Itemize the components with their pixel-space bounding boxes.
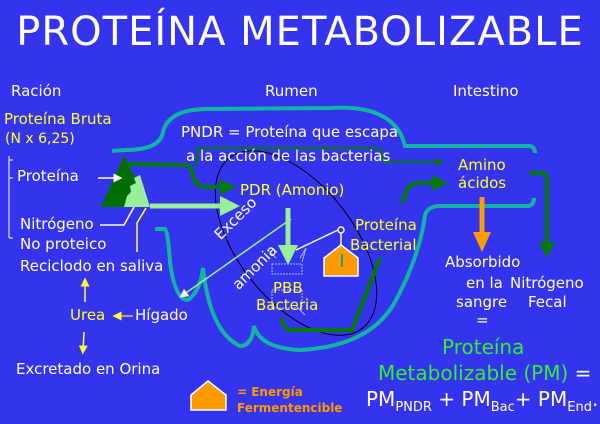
npn-line	[100, 206, 135, 226]
rumen-ellipse	[214, 150, 378, 336]
crude-protein-factor: (N x 6,25)	[5, 131, 75, 147]
pndr-line2: a la acción de las bacterias	[186, 147, 391, 165]
column-intestino: Intestino	[453, 82, 519, 100]
acids-label: ácidos	[458, 174, 507, 192]
equals-sign: =	[476, 311, 489, 329]
column-rumen: Rumen	[265, 82, 318, 100]
pm-equals: =	[574, 361, 592, 385]
npn-fraction	[124, 175, 150, 207]
tract-upper-outline	[111, 105, 537, 154]
period: .	[591, 387, 599, 411]
legend-line1: = Energía	[237, 385, 303, 399]
urea-to-urine-arrow	[78, 331, 88, 355]
blood-label: sangre	[456, 293, 508, 311]
tract-lower-outline	[155, 197, 536, 353]
pm-title-line1: Proteína	[442, 335, 525, 359]
fecal-nitrogen-label: Nitrógeno	[510, 274, 584, 292]
column-racion: Ración	[11, 82, 62, 100]
liver-label: Hígado	[135, 306, 188, 324]
bacteria-label: Bacteria	[256, 296, 319, 314]
bacterial-protein-arrow	[280, 183, 440, 332]
protein-label: Proteína	[17, 167, 79, 185]
ration-bracket	[8, 156, 13, 239]
pdr-arrow	[127, 162, 236, 195]
pbb-label: PBB	[273, 279, 303, 297]
nitrogen-label: Nitrógeno	[20, 215, 94, 233]
plus-sign: +	[514, 387, 532, 411]
non-protein-label: No proteico	[20, 235, 107, 253]
bacteria-icon	[267, 247, 307, 316]
pm-term: PM	[366, 387, 396, 411]
urea-label: Urea	[70, 306, 106, 324]
urine-label: Excretado en Orina	[16, 360, 161, 378]
pndr-line1: PNDR = Proteína que escapa	[181, 123, 399, 141]
in-the-label: en la	[466, 274, 503, 292]
pndr-arrow	[195, 147, 444, 167]
plus-sign: +	[438, 387, 456, 411]
legend-pentagon-icon	[190, 380, 227, 411]
absorbed-label: Absorbido	[445, 253, 521, 271]
fecal-label: Fecal	[528, 293, 567, 311]
bacterial-protein-line2: Bacterial	[350, 236, 417, 254]
pm-term: PM	[461, 387, 491, 411]
amino-label: Amino	[458, 156, 506, 174]
bacterial-protein-line1: Proteína	[355, 216, 417, 234]
pm-sub-end: End	[567, 400, 592, 415]
fecal-nitrogen-arrow	[530, 171, 555, 258]
pm-term: PM	[537, 387, 568, 411]
legend-line2: Fermentencible	[237, 401, 343, 415]
pm-formula: PMPNDR + PMBac+ PMEnd.	[366, 389, 598, 414]
excess-ammonia-arrow	[179, 218, 292, 298]
page-title: PROTEÍNA METABOLIZABLE	[16, 9, 584, 55]
saliva-recycle-label: Reciclodo en saliva	[20, 257, 164, 275]
pm-title-line2: Metabolizable (PM) =	[378, 363, 591, 383]
crude-protein-label: Proteína Bruta	[4, 110, 112, 128]
pm-sub-bac: Bac	[490, 400, 515, 415]
pdr-label: PDR (Amonio)	[240, 181, 345, 199]
saliva-line	[136, 207, 147, 252]
pm-sub-pndr: PNDR	[395, 400, 432, 415]
pm-title-text: Metabolizable (PM)	[378, 361, 569, 385]
